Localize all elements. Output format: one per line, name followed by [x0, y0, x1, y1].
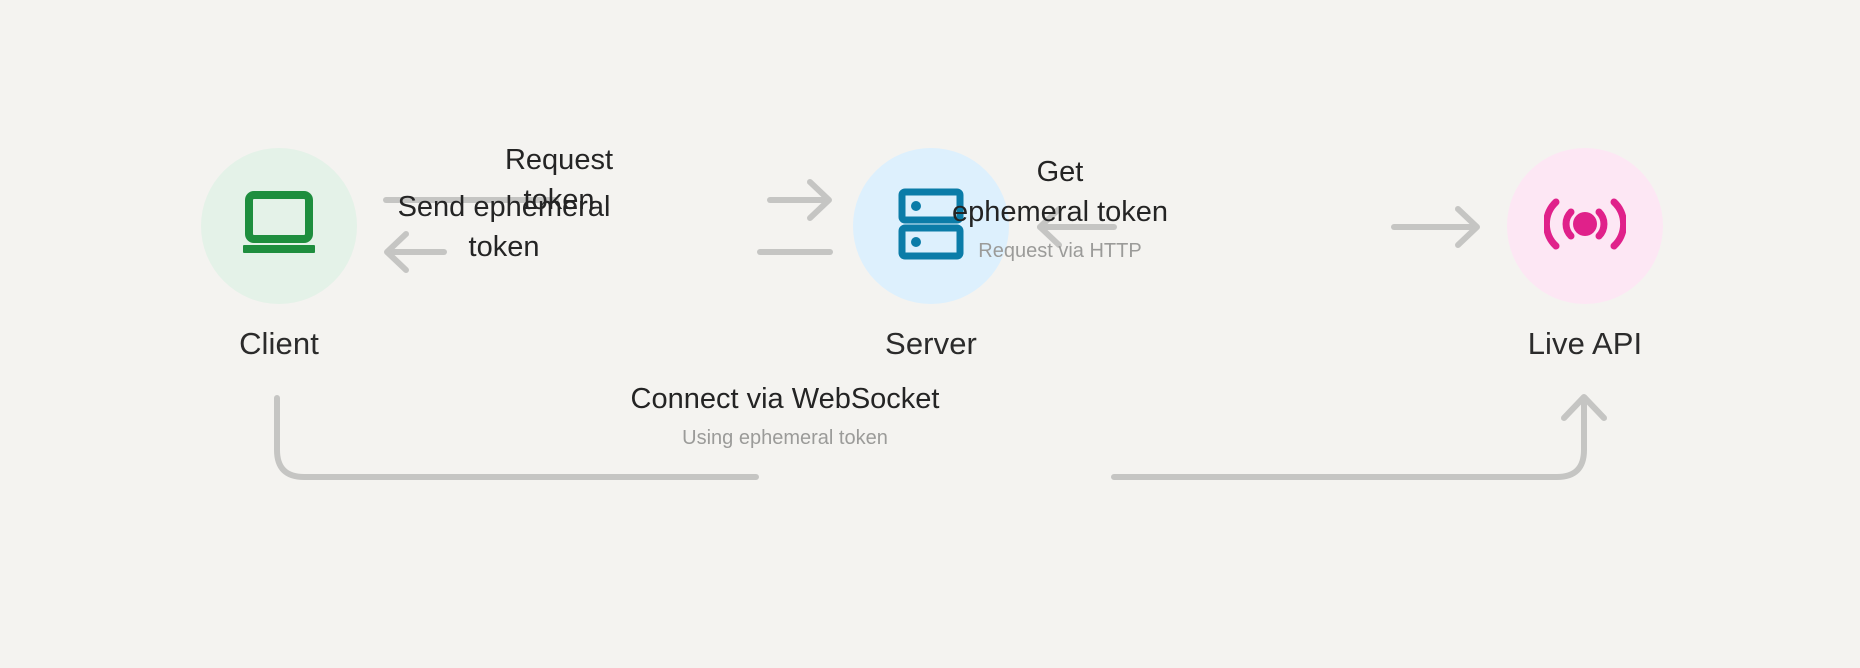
node-server[interactable]: Server	[851, 148, 1011, 362]
edge-subtitle-get-ephemeral-token: Request via HTTP	[978, 240, 1142, 262]
node-live-api-circle	[1507, 148, 1663, 304]
node-client-label: Client	[239, 326, 319, 361]
edge-label-get-ephemeral-token: Get ephemeral token Request via HTTP	[950, 152, 1170, 265]
node-server-label: Server	[885, 326, 977, 361]
edge-label-send-ephemeral-token: Send ephemeral token	[364, 187, 644, 267]
node-client-circle	[201, 148, 357, 304]
edge-title-get-ephemeral-token: Get ephemeral token	[951, 156, 1169, 228]
broadcast-signal-icon	[1542, 193, 1628, 260]
edge-subtitle-connect-websocket: Using ephemeral token	[682, 427, 888, 449]
node-client[interactable]: Client	[199, 148, 359, 362]
edge-title-connect-websocket: Connect via WebSocket	[630, 383, 940, 415]
laptop-icon	[238, 190, 320, 263]
node-server-circle	[853, 148, 1009, 304]
node-live-api-label: Live API	[1527, 326, 1643, 361]
server-rack-icon	[897, 188, 965, 265]
node-live-api[interactable]: Live API	[1505, 148, 1665, 362]
edge-title-request-token: Request token	[504, 144, 613, 216]
edge-label-connect-websocket: Connect via WebSocket Using ephemeral to…	[620, 379, 950, 452]
edge-title-send-ephemeral-token: Send ephemeral token	[397, 191, 611, 263]
edge-label-request-token: Request token	[466, 140, 652, 220]
